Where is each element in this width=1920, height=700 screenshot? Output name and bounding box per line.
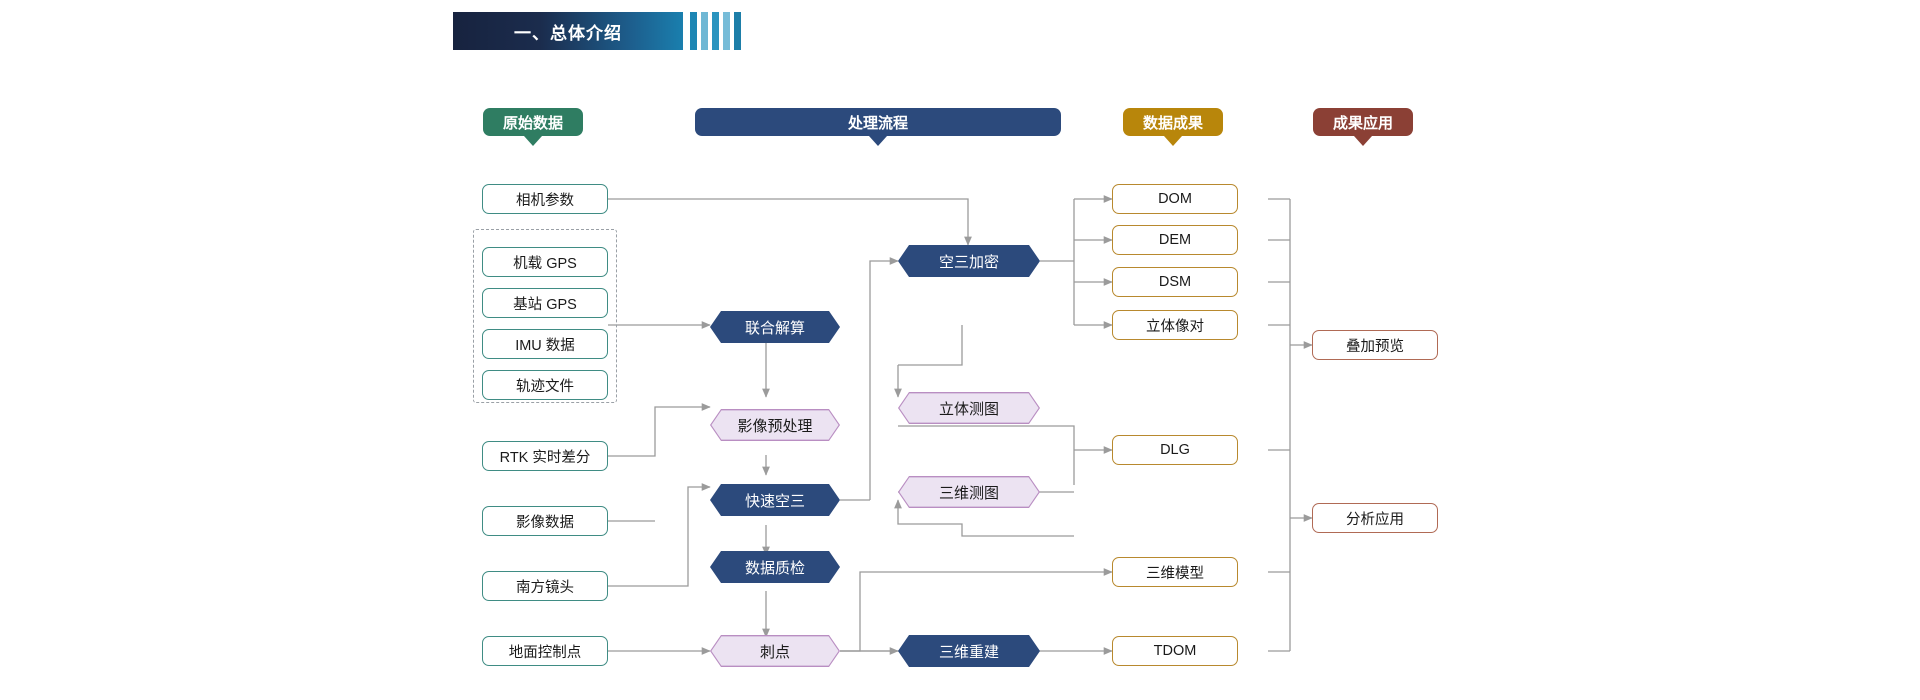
column-header-applications-notch (1354, 136, 1372, 146)
column-header-results: 数据成果 (1123, 108, 1223, 136)
node-stereo-mapping-label: 立体测图 (899, 393, 1038, 422)
column-header-applications-label: 成果应用 (1332, 114, 1393, 132)
node-ground-control-points-label: 地面控制点 (508, 644, 582, 661)
node-image-preprocess-label: 影像预处理 (711, 410, 838, 439)
banner-accent-bar-2 (701, 12, 708, 50)
node-result-dem[interactable]: DEM (1112, 225, 1238, 255)
node-app-analysis[interactable]: 分析应用 (1312, 503, 1438, 533)
node-app-overlay-preview[interactable]: 叠加预览 (1312, 330, 1438, 360)
node-rtk-realtime[interactable]: RTK 实时差分 (482, 441, 608, 471)
column-header-raw-data: 原始数据 (483, 108, 583, 136)
node-base-station-gps[interactable]: 基站 GPS (482, 288, 608, 318)
node-3d-reconstruction[interactable]: 三维重建 (898, 635, 1040, 667)
column-header-raw-data-notch (524, 136, 542, 146)
node-result-dem-label: DEM (1158, 232, 1192, 248)
node-app-analysis-label: 分析应用 (1346, 511, 1404, 528)
node-ground-control-points[interactable]: 地面控制点 (482, 636, 608, 666)
column-header-results-label: 数据成果 (1142, 114, 1203, 132)
node-imu-data-label: IMU 数据 (515, 337, 575, 354)
node-airborne-gps[interactable]: 机载 GPS (482, 247, 608, 277)
node-trajectory-file-label: 轨迹文件 (516, 378, 574, 395)
node-camera-params[interactable]: 相机参数 (482, 184, 608, 214)
node-result-dom-label: DOM (1158, 191, 1192, 207)
node-prick-point[interactable]: 刺点 (710, 635, 840, 667)
column-header-raw-data-label: 原始数据 (502, 114, 563, 132)
node-trajectory-file[interactable]: 轨迹文件 (482, 370, 608, 400)
node-3d-mapping[interactable]: 三维测图 (898, 476, 1040, 508)
node-image-data-label: 影像数据 (516, 514, 574, 531)
node-result-tdom[interactable]: TDOM (1112, 636, 1238, 666)
node-result-3d-model[interactable]: 三维模型 (1112, 557, 1238, 587)
node-result-dsm-label: DSM (1158, 274, 1192, 290)
node-app-overlay-preview-label: 叠加预览 (1346, 338, 1404, 355)
node-3d-mapping-label: 三维测图 (899, 477, 1038, 506)
node-result-stereo-pair[interactable]: 立体像对 (1112, 310, 1238, 340)
node-image-preprocess[interactable]: 影像预处理 (710, 409, 840, 441)
banner-accent-bar-1 (690, 12, 697, 50)
column-header-process: 处理流程 (695, 108, 1061, 136)
node-southern-lens-label: 南方镜头 (516, 579, 574, 596)
banner-accent-bar-4 (723, 12, 730, 50)
node-result-3d-model-label: 三维模型 (1146, 565, 1204, 582)
node-image-data[interactable]: 影像数据 (482, 506, 608, 536)
node-result-stereo-pair-label: 立体像对 (1146, 318, 1204, 335)
section-banner: 一、总体介绍 (453, 12, 683, 50)
node-stereo-mapping[interactable]: 立体测图 (898, 392, 1040, 424)
node-3d-reconstruction-label: 三维重建 (938, 643, 999, 661)
node-camera-params-label: 相机参数 (516, 192, 574, 209)
node-joint-solution-label: 联合解算 (744, 319, 805, 337)
node-result-dom[interactable]: DOM (1112, 184, 1238, 214)
node-airborne-gps-label: 机载 GPS (513, 255, 577, 272)
column-header-process-notch (869, 136, 887, 146)
node-aerotriangulation-label: 空三加密 (938, 253, 999, 271)
banner-accent-bar-3 (712, 12, 719, 50)
node-base-station-gps-label: 基站 GPS (513, 296, 577, 313)
column-header-process-label: 处理流程 (847, 114, 908, 132)
node-data-quality-check[interactable]: 数据质检 (710, 551, 840, 583)
node-southern-lens[interactable]: 南方镜头 (482, 571, 608, 601)
node-result-dlg-label: DLG (1160, 442, 1190, 458)
node-rapid-aerotriangulation-label: 快速空三 (744, 492, 805, 510)
node-imu-data[interactable]: IMU 数据 (482, 329, 608, 359)
banner-title: 一、总体介绍 (514, 23, 622, 43)
node-result-dlg[interactable]: DLG (1112, 435, 1238, 465)
banner-accent-bar-5 (734, 12, 741, 50)
node-prick-point-label: 刺点 (711, 636, 838, 665)
node-result-tdom-label: TDOM (1153, 643, 1197, 659)
node-data-quality-check-label: 数据质检 (744, 559, 805, 577)
column-header-results-notch (1164, 136, 1182, 146)
node-rtk-realtime-label: RTK 实时差分 (499, 449, 591, 466)
node-aerotriangulation[interactable]: 空三加密 (898, 245, 1040, 277)
column-header-applications: 成果应用 (1313, 108, 1413, 136)
node-joint-solution[interactable]: 联合解算 (710, 311, 840, 343)
pos-data-group (473, 229, 617, 403)
node-result-dsm[interactable]: DSM (1112, 267, 1238, 297)
node-rapid-aerotriangulation[interactable]: 快速空三 (710, 484, 840, 516)
